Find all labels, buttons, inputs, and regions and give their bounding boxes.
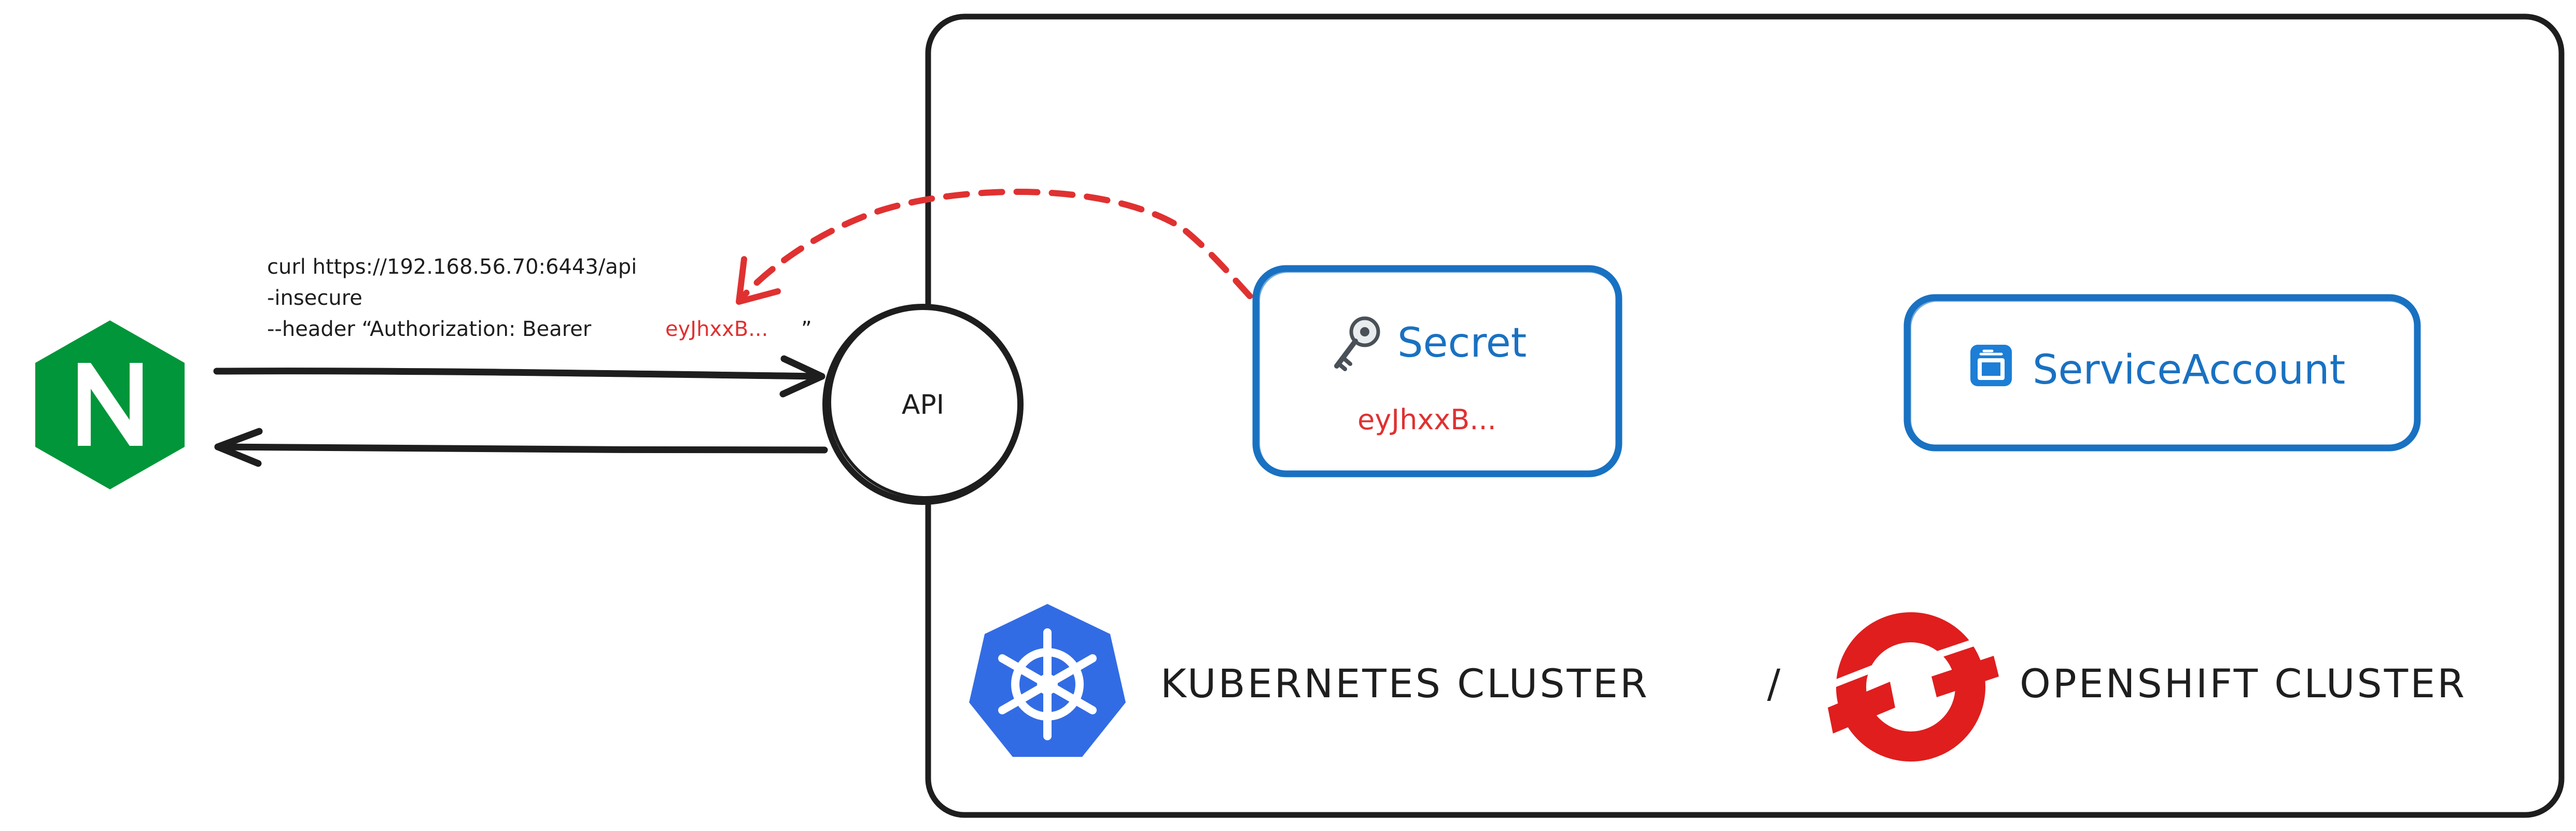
- token-link-arrow: [736, 189, 1356, 395]
- curl-command: curl https://192.168.56.70:6443/api -ins…: [267, 255, 812, 341]
- curl-line-3-suffix: ”: [801, 317, 812, 341]
- curl-line-3-prefix: --header “Authorization: Bearer: [267, 317, 592, 341]
- nginx-logo: [35, 320, 185, 489]
- kubernetes-logo: [969, 604, 1126, 757]
- id-card-icon: [1970, 345, 2012, 386]
- request-arrow: [213, 355, 825, 398]
- curl-line-2: -insecure: [267, 286, 362, 310]
- openshift-cluster-label: OPENSHIFT CLUSTER: [2020, 660, 2467, 707]
- response-arrow: [214, 428, 828, 467]
- secret-token: eyJhxxB...: [1357, 403, 1496, 436]
- openshift-logo: [1828, 612, 1999, 762]
- secret-label: Secret: [1397, 320, 1527, 367]
- cluster-separator: /: [1767, 660, 1783, 707]
- curl-line-1: curl https://192.168.56.70:6443/api: [267, 255, 637, 279]
- key-icon: [1334, 316, 1380, 371]
- api-label: API: [902, 389, 944, 420]
- api-node: API: [822, 304, 1024, 505]
- service-account-box: ServiceAccount: [1903, 294, 2421, 452]
- curl-token: eyJhxxB...: [665, 317, 768, 341]
- secret-box: Secret eyJhxxB...: [1252, 265, 1622, 477]
- kubernetes-cluster-label: KUBERNETES CLUSTER: [1160, 660, 1649, 707]
- service-account-label: ServiceAccount: [2033, 347, 2345, 393]
